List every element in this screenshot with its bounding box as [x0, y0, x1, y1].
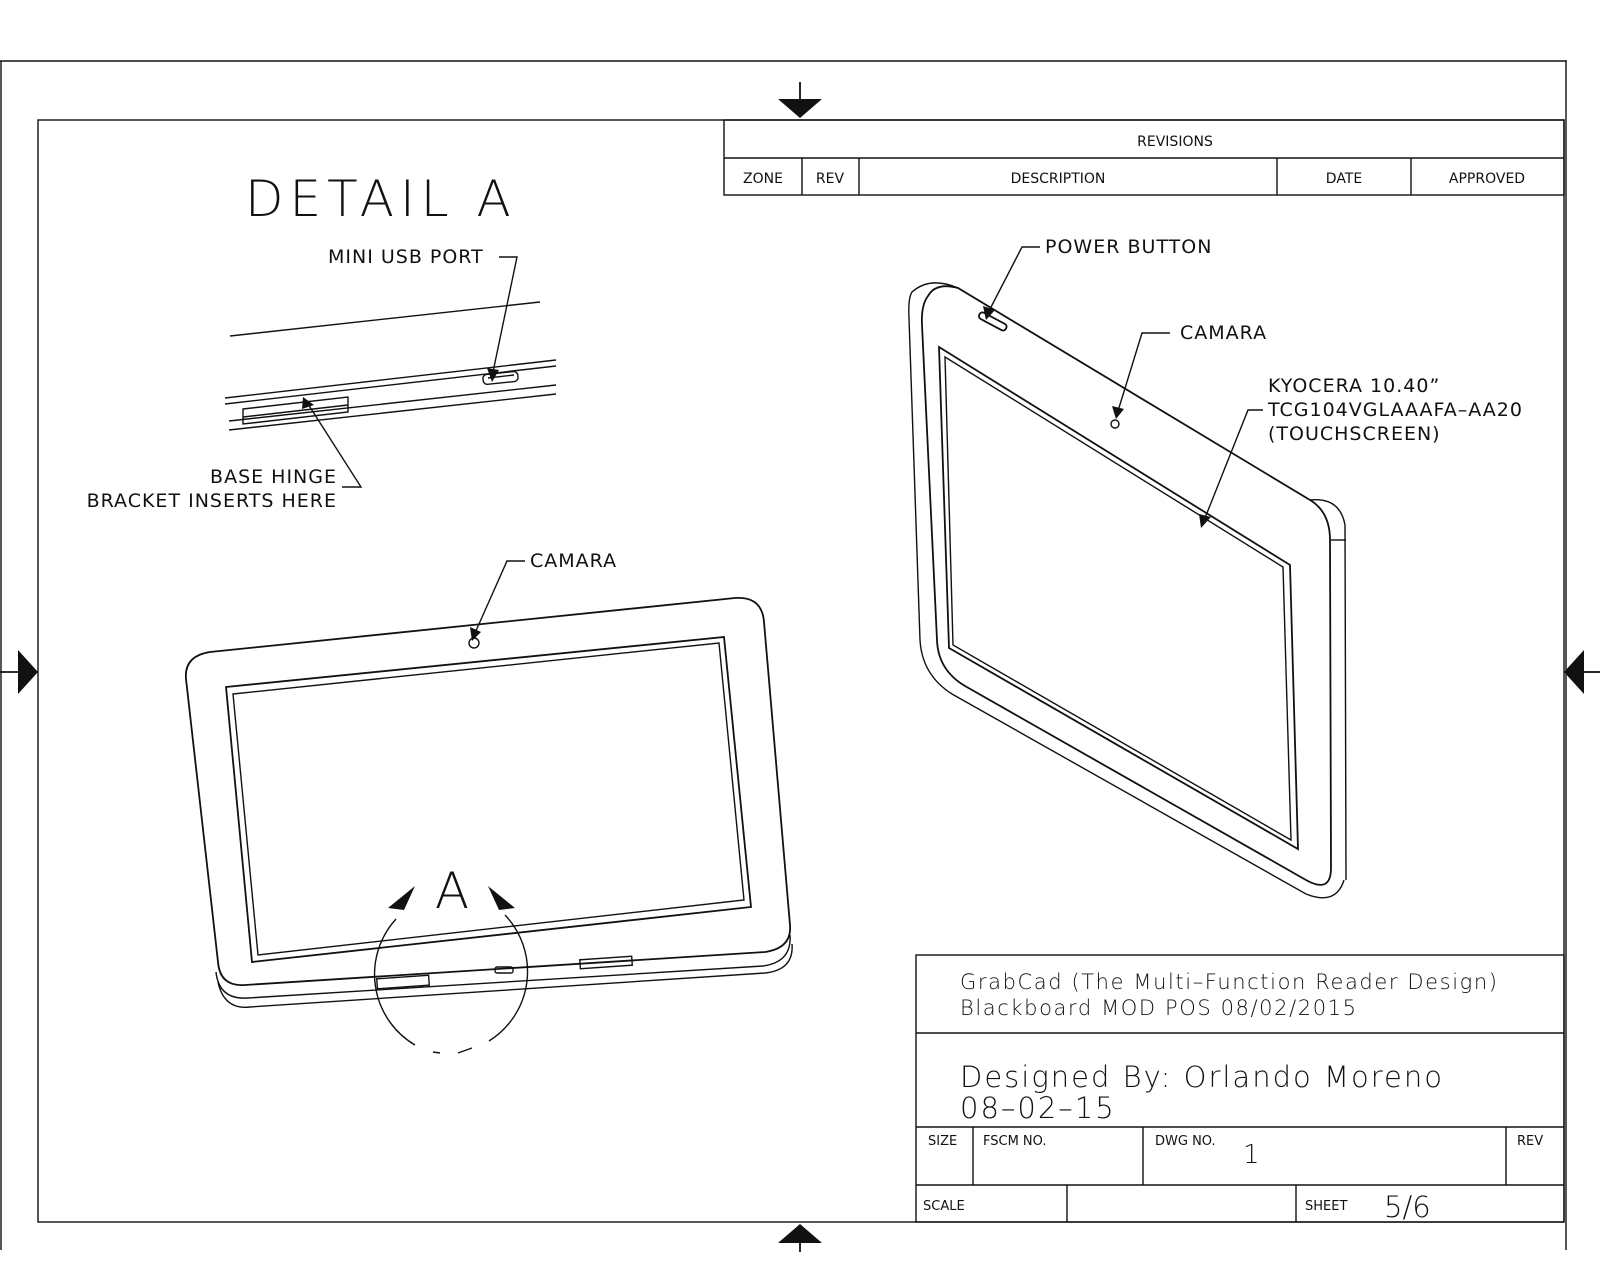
power-button-label: POWER BUTTON	[1045, 236, 1212, 258]
iso-power-button	[978, 311, 1008, 332]
iso-screen	[938, 345, 1299, 851]
project-line-1: GrabCad (The Multi–Function Reader Desig…	[960, 970, 1499, 994]
center-arrow-left	[0, 650, 38, 694]
revisions-header-zone: ZONE	[743, 171, 783, 187]
fscm-label: FSCM NO.	[983, 1134, 1047, 1149]
screen-label-line-1: KYOCERA 10.40”	[1268, 375, 1440, 397]
scale-label: SCALE	[923, 1199, 965, 1214]
mini-usb-port	[482, 370, 519, 386]
screen-leader-line	[1204, 409, 1263, 519]
front-camera	[468, 637, 480, 649]
rev-label: REV	[1517, 1134, 1543, 1149]
iso-camera-label: CAMARA	[1180, 322, 1267, 344]
power-leader-line	[988, 246, 1040, 312]
sheet-label: SHEET	[1305, 1199, 1347, 1214]
front-bottom-port-left	[375, 974, 431, 990]
revisions-header-rev: REV	[816, 171, 845, 187]
revisions-title: REVISIONS	[1137, 134, 1213, 150]
revisions-header-date: DATE	[1326, 171, 1362, 187]
usb-leader-line	[492, 256, 518, 373]
design-date: 08–02–15	[960, 1091, 1116, 1125]
title-block: GrabCad (The Multi–Function Reader Desig…	[915, 954, 1565, 1224]
hinge-leader-line	[307, 403, 363, 488]
detail-title: DETAIL A	[245, 170, 517, 228]
center-arrow-right	[1564, 650, 1600, 694]
revisions-table: REVISIONS ZONE REV DESCRIPTION DATE APPR…	[723, 119, 1565, 196]
revisions-header-approved: APPROVED	[1449, 171, 1525, 187]
detail-a-view: DETAIL A MINI USB PORT BASE HINGE BRACKE…	[87, 170, 557, 512]
designer-line: Designed By: Orlando Moreno	[960, 1060, 1444, 1094]
size-label: SIZE	[928, 1134, 957, 1149]
iso-camera	[1110, 419, 1120, 429]
front-tablet-outline	[185, 597, 791, 986]
screen-label-line-2: TCG104VGLAAAFA–AA20	[1267, 399, 1523, 421]
front-camera-leader	[474, 560, 525, 634]
iso-camera-leader	[1117, 332, 1170, 412]
front-camera-label: CAMARA	[530, 550, 617, 572]
center-arrow-top	[778, 82, 822, 118]
usb-port-label: MINI USB PORT	[328, 246, 484, 268]
detail-marker-letter: A	[435, 862, 469, 920]
hinge-label-line-2: BRACKET INSERTS HERE	[87, 490, 337, 512]
screen-label-line-3: (TOUCHSCREEN)	[1268, 423, 1441, 445]
project-line-2: Blackboard MOD POS 08/02/2015	[960, 996, 1358, 1020]
hinge-slot	[242, 396, 349, 425]
front-screen	[225, 636, 752, 963]
dwg-value: 1	[1243, 1140, 1260, 1170]
front-bottom-port-right	[579, 955, 634, 970]
revisions-header-description: DESCRIPTION	[1011, 171, 1106, 187]
hinge-label-line-1: BASE HINGE	[210, 466, 337, 488]
center-arrow-bottom	[778, 1224, 822, 1252]
sheet-value: 5/6	[1384, 1190, 1431, 1224]
front-mini-usb	[494, 966, 514, 974]
front-view: CAMARA A	[185, 550, 793, 1054]
iso-view: POWER BUTTON CAMARA KYOCERA 10.40” TCG10…	[908, 236, 1523, 899]
detail-circle	[373, 914, 529, 1054]
dwg-label: DWG NO.	[1155, 1134, 1216, 1149]
